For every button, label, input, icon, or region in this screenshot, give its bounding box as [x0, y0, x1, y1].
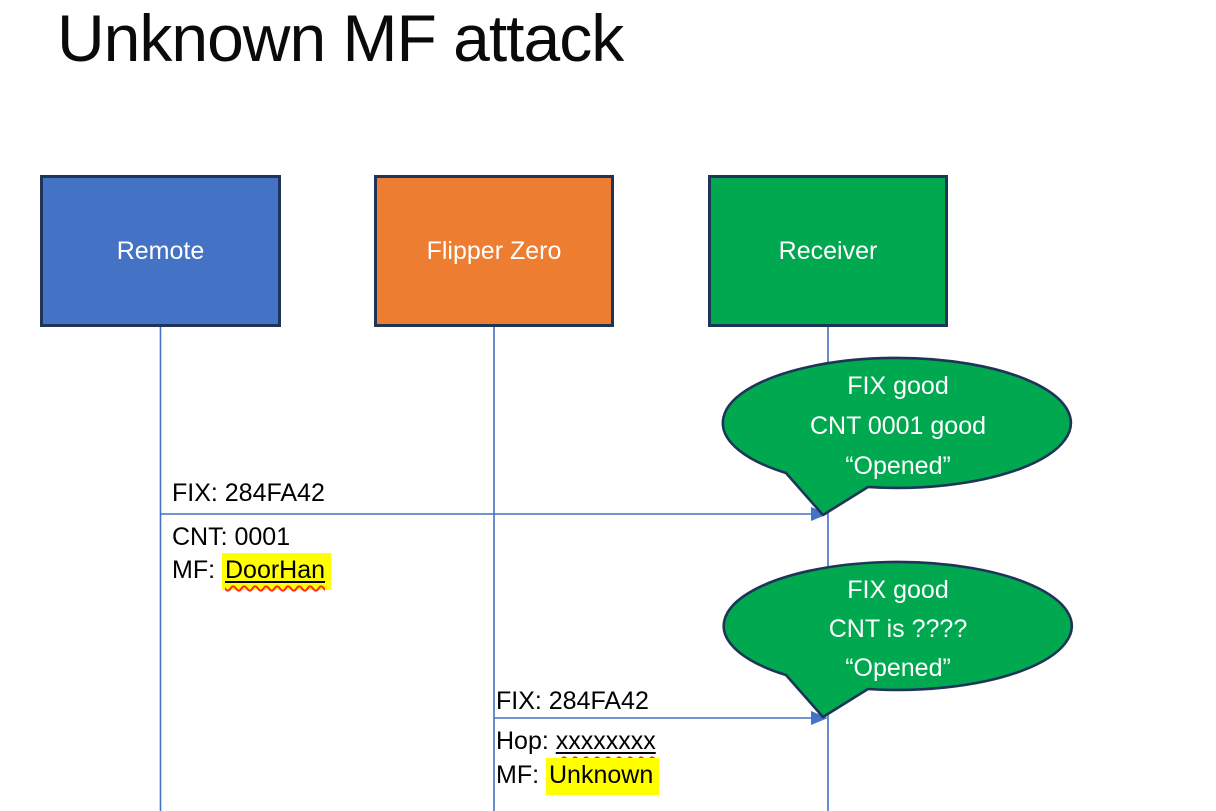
callout1-line3: “Opened”: [845, 452, 951, 480]
message1-mf-value-highlighted: DoorHan: [222, 553, 332, 590]
callout-bubble-1[interactable]: [721, 356, 1073, 517]
arrowhead-icon: [811, 711, 828, 725]
actor-label-flipper-zero: Flipper Zero: [426, 236, 562, 265]
message1-line-mf: MF: DoorHan: [172, 553, 332, 590]
arrowhead-icon: [811, 507, 828, 521]
callout1-text: FIX good CNT 0001 good “Opened”: [725, 366, 1071, 486]
message1-fix-text: FIX: 284FA42: [172, 479, 325, 507]
callout2-line1: FIX good: [847, 576, 949, 604]
message1-mf-prefix: MF:: [172, 556, 222, 584]
message2-mf-prefix: MF:: [496, 761, 546, 789]
callout2-line3: “Opened”: [845, 654, 951, 682]
message2-line-hop: Hop: xxxxxxxx: [496, 726, 656, 757]
callout1-line1: FIX good: [847, 372, 949, 400]
message2-hop-value: xxxxxxxx: [555, 727, 656, 755]
spellcheck-squiggle: DoorHan: [222, 553, 332, 590]
slide-title: Unknown MF attack: [57, 1, 624, 75]
actor-label-receiver: Receiver: [778, 236, 878, 265]
message2-line-mf: MF: Unknown: [496, 758, 660, 795]
actor-box-receiver[interactable]: Receiver: [708, 175, 948, 327]
message2-fix-text: FIX: 284FA42: [496, 687, 649, 715]
message1-line-fix: FIX: 284FA42: [172, 478, 325, 509]
spellcheck-squiggle: xxxxxxxx: [556, 727, 656, 755]
actor-box-flipper-zero[interactable]: Flipper Zero: [374, 175, 614, 327]
message1-cnt-text: CNT: 0001: [172, 523, 291, 551]
message2-mf-value-highlighted: Unknown: [546, 758, 660, 795]
actor-label-remote: Remote: [116, 236, 205, 265]
callout2-text: FIX good CNT is ???? “Opened”: [725, 571, 1071, 688]
callout-bubble-2[interactable]: [722, 560, 1074, 719]
actor-box-remote[interactable]: Remote: [40, 175, 281, 327]
message2-hop-prefix: Hop:: [496, 727, 556, 755]
callout1-line2: CNT 0001 good: [809, 412, 987, 440]
callout2-line2: CNT is ????: [828, 615, 968, 643]
message2-line-fix: FIX: 284FA42: [496, 686, 649, 717]
message1-line-cnt: CNT: 0001: [172, 522, 290, 553]
